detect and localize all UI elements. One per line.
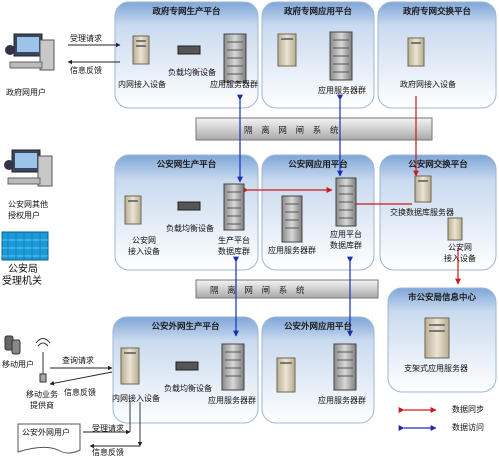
prod-platform-db-label: 数据库群 bbox=[218, 247, 250, 256]
server-icon bbox=[124, 195, 142, 225]
intranet-access-label: 内网接入设备 bbox=[112, 394, 160, 403]
accept-request-label: 受理请求 bbox=[92, 424, 124, 433]
app-server-group-label: 应用服务器群 bbox=[210, 80, 258, 89]
load-balancer-icon bbox=[175, 361, 199, 371]
server-icon bbox=[120, 347, 140, 385]
panel-title-gov-exchange: 政府专网交换平台 bbox=[402, 7, 471, 17]
panel-title-ext-app: 公安外网应用平台 bbox=[283, 322, 352, 332]
city-bureau-label: 受理机关 bbox=[2, 276, 42, 287]
gov-access-device-label: 政府网接入设备 bbox=[400, 80, 456, 89]
panel-title-police-exchange: 公安网交换平台 bbox=[408, 160, 468, 170]
app-server-group-label: 应用服务器群 bbox=[318, 396, 366, 405]
police-access-label: 接入设备 bbox=[128, 247, 160, 256]
load-balancer-icon bbox=[177, 201, 201, 211]
server-rack-icon bbox=[333, 343, 357, 391]
legend-sync-label: 数据同步 bbox=[452, 405, 484, 414]
server-icon bbox=[447, 217, 463, 241]
police-access-label: 公安网 bbox=[448, 243, 472, 252]
server-icon bbox=[407, 37, 425, 67]
legend-access-label: 数据访问 bbox=[452, 423, 484, 432]
mobile-phone-icon bbox=[4, 335, 21, 355]
gov-user-label: 政府网用户 bbox=[6, 88, 46, 97]
mobile-provider-label: 提供商 bbox=[30, 401, 54, 410]
panel-title-police-prod: 公安网生产平台 bbox=[156, 160, 217, 170]
server-rack-icon bbox=[221, 343, 245, 391]
panel-gov-prod bbox=[114, 1, 259, 109]
load-balance-label: 负载均衡设备 bbox=[164, 384, 212, 393]
load-balance-label: 负载均衡设备 bbox=[168, 68, 216, 77]
app-server-group-label: 应用服务器群 bbox=[268, 246, 316, 255]
police-access-label: 接入设备 bbox=[444, 254, 476, 263]
server-icon bbox=[277, 33, 297, 67]
load-balance-label: 负载均衡设备 bbox=[166, 224, 214, 233]
gap-system-top bbox=[195, 117, 433, 141]
server-rack-icon bbox=[329, 31, 353, 81]
mobile-user-label: 移动用户 bbox=[2, 360, 34, 369]
gap-system-top-label: 隔 离 网 闸 系 统 bbox=[244, 126, 342, 136]
info-feedback-label: 信息反馈 bbox=[70, 66, 102, 75]
server-icon bbox=[414, 175, 432, 203]
info-feedback-label: 信息反馈 bbox=[92, 448, 124, 457]
panel-gov-app bbox=[261, 1, 375, 109]
city-bureau-label: 公安局 bbox=[8, 264, 38, 275]
query-request-label: 查询请求 bbox=[62, 356, 94, 365]
computer-icon bbox=[5, 33, 55, 71]
app-server-group-label: 应用服务器群 bbox=[208, 396, 256, 405]
panel-police-exchange bbox=[379, 154, 497, 271]
panel-title-ext-prod: 公安外网生产平台 bbox=[151, 322, 220, 332]
ext-user-label: 公安外网用户 bbox=[22, 428, 70, 437]
mobile-provider-label: 移动业务 bbox=[26, 390, 58, 399]
police-access-label: 公安网 bbox=[132, 236, 156, 245]
server-rack-icon bbox=[223, 33, 247, 83]
server-icon bbox=[132, 35, 150, 65]
server-rack-icon bbox=[223, 183, 245, 231]
gap-system-bottom bbox=[195, 279, 379, 299]
server-icon bbox=[276, 357, 296, 393]
panel-title-city-center: 市公安局信息中心 bbox=[407, 293, 476, 303]
server-rack-icon bbox=[335, 177, 357, 227]
server-rack-icon bbox=[281, 195, 303, 243]
document-icon bbox=[17, 423, 81, 454]
antenna-icon bbox=[35, 338, 51, 383]
app-server-group-label: 应用服务器群 bbox=[318, 86, 366, 95]
app-platform-db-label: 应用平台 bbox=[330, 230, 362, 239]
police-other-user-label: 授权用户 bbox=[8, 211, 40, 220]
panel-gov-exchange bbox=[377, 1, 497, 109]
panel-title-gov-app: 政府专网应用平台 bbox=[283, 7, 352, 17]
building-icon bbox=[1, 231, 49, 261]
panel-title-gov-prod: 政府专网生产平台 bbox=[152, 7, 221, 17]
distributed-app-server-label: 支架式应用服务器 bbox=[404, 364, 468, 373]
info-feedback-label: 信息反馈 bbox=[64, 388, 96, 397]
intranet-access-label: 内网接入设备 bbox=[118, 80, 166, 89]
gap-system-bottom-label: 隔 离 网 闸 系 统 bbox=[210, 286, 308, 296]
app-platform-db-label: 数据库群 bbox=[330, 241, 362, 250]
prod-platform-db-label: 生产平台 bbox=[218, 236, 250, 245]
server-icon bbox=[424, 317, 450, 359]
accept-request-label: 受理请求 bbox=[70, 34, 102, 43]
load-balancer-icon bbox=[177, 45, 201, 55]
panel-title-police-app: 公安网应用平台 bbox=[288, 160, 348, 170]
panel-police-prod bbox=[114, 154, 259, 271]
police-other-user-label: 公安网其他 bbox=[8, 200, 48, 209]
exchange-db-server-label: 交换数据库服务器 bbox=[390, 208, 454, 217]
computer-icon bbox=[4, 149, 53, 187]
